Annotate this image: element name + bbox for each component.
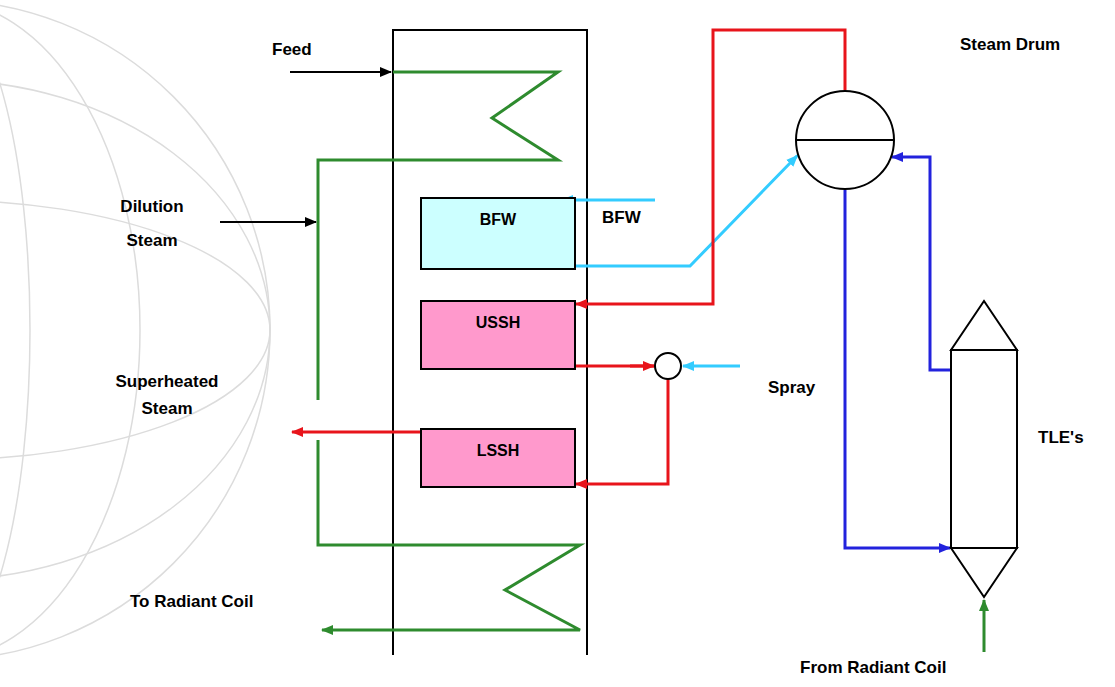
stream-label: BFW (602, 208, 641, 228)
economizer-box: BFW (420, 197, 576, 270)
tle-bottom-cone (951, 548, 1017, 597)
steam-drum: Steam Drum (795, 90, 895, 190)
spray-arrow (683, 365, 740, 368)
svg-part (0, 80, 270, 580)
drum-outline (795, 90, 895, 190)
superheater-box: LSSH (420, 428, 576, 488)
dilution-steam-arrow (220, 221, 316, 223)
stream-label: Superheated Steam (100, 368, 234, 422)
drum-circle (796, 91, 894, 189)
box-label: LSSH (422, 442, 574, 460)
radiant-outlet-arrow (983, 600, 986, 652)
convection-section (393, 30, 587, 655)
superheater-box: USSH (420, 300, 576, 370)
mixer-inlet-arrow (630, 365, 654, 368)
superheated-steam-arrow (292, 431, 420, 434)
tle-exchanger: TLE's (950, 300, 1018, 598)
tle-top-cone (951, 301, 1017, 350)
flow-connector (576, 156, 797, 267)
feed-arrow (290, 71, 391, 73)
equipment-label: Steam Drum (960, 35, 1060, 55)
stream-label: To Radiant Coil (130, 592, 253, 612)
globe-watermark (0, 0, 270, 660)
stream-label: From Radiant Coil (800, 658, 946, 678)
flow-connector (892, 157, 950, 370)
svg-part (0, 0, 270, 660)
flow-connector (576, 366, 668, 484)
equipment-label: TLE's (1038, 428, 1084, 448)
stream-label: Feed (272, 40, 312, 60)
desuperheater-mixer (655, 353, 681, 379)
box-label: BFW (422, 211, 574, 229)
svg-part (0, 0, 140, 660)
stream-label: Spray (768, 378, 815, 398)
box-label: USSH (422, 314, 574, 332)
svg-part (0, 0, 30, 660)
drum-level (796, 139, 894, 141)
stream-label: Dilution Steam (100, 190, 204, 258)
tle-shell (951, 350, 1017, 548)
tle-outline (950, 300, 1018, 598)
